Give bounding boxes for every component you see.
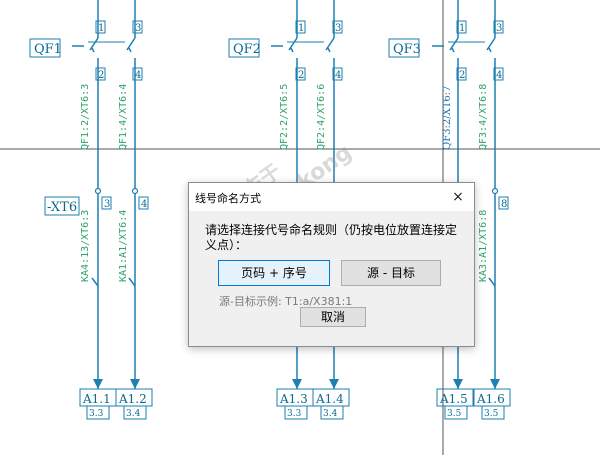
pin-number: 3 bbox=[496, 23, 502, 34]
dialog-titlebar[interactable]: 线号命名方式 × bbox=[189, 183, 474, 211]
device-label[interactable]: A1.1 bbox=[82, 392, 111, 406]
terminal-number: 4 bbox=[141, 199, 147, 210]
pin-number: 2 bbox=[98, 70, 104, 81]
switch-contact bbox=[449, 37, 459, 51]
breaker-label-qf1[interactable]: QF1 bbox=[34, 42, 62, 57]
page-sequence-button[interactable]: 页码 + 序号 bbox=[218, 260, 330, 286]
breaker-linkage bbox=[128, 47, 132, 53]
wire-arrow bbox=[93, 379, 103, 389]
switch-contact bbox=[325, 37, 335, 51]
page-ref[interactable]: 3.3 bbox=[89, 409, 104, 419]
terminal-node bbox=[131, 187, 139, 195]
switch-contact bbox=[486, 37, 496, 51]
dialog-prompt: 请选择连接代号命名规则（仍按电位放置连接定义点）： bbox=[205, 223, 458, 252]
wire-label[interactable]: KA3:A1/XT6:8 bbox=[478, 210, 489, 282]
wire-arrow bbox=[490, 379, 500, 389]
pin-number: 1 bbox=[98, 23, 104, 34]
wire-label[interactable]: QF3:4/XT6:8 bbox=[478, 84, 489, 150]
terminal-numbers: 3 4 8 bbox=[101, 196, 509, 210]
pin-number: 2 bbox=[298, 70, 304, 81]
wire-label[interactable]: QF1:4/XT6:4 bbox=[118, 84, 129, 150]
breaker-linkage bbox=[327, 47, 331, 53]
bottom-refs: 3.3 3.4 3.3 3.4 3.5 3.5 bbox=[86, 405, 505, 420]
pin-number: 2 bbox=[459, 70, 465, 81]
wire-labels-lower: KA4:13/XT6:3 KA1:A1/XT6:4 KA3:A1/XT6:8 bbox=[80, 210, 489, 282]
breaker-linkage bbox=[488, 47, 492, 53]
top-pin-numbers: 1 3 1 3 1 3 bbox=[95, 20, 504, 34]
wire-arrow bbox=[453, 379, 463, 389]
device-label[interactable]: A1.6 bbox=[476, 392, 505, 406]
terminal-number: 3 bbox=[104, 199, 110, 210]
wire-label[interactable]: KA4:13/XT6:3 bbox=[80, 210, 91, 282]
pin-number: 3 bbox=[335, 23, 341, 34]
wire-labels-upper: QF1:2/XT6:3 QF1:4/XT6:4 QF2:2/XT6:5 QF2:… bbox=[80, 84, 489, 150]
wire-arrow bbox=[292, 379, 302, 389]
breaker-label-qf3[interactable]: QF3 bbox=[393, 42, 421, 57]
switch-contact bbox=[126, 37, 136, 51]
wire-label[interactable]: QF1:2/XT6:3 bbox=[80, 84, 91, 150]
device-label[interactable]: A1.2 bbox=[118, 392, 147, 406]
pin-number: 4 bbox=[335, 70, 341, 81]
wire-label[interactable]: QF3:2/XT6:7 bbox=[442, 86, 453, 150]
terminal-number: 8 bbox=[501, 199, 507, 210]
switch-contact bbox=[488, 277, 496, 287]
terminal-node bbox=[491, 187, 499, 195]
terminal-node bbox=[94, 187, 102, 195]
device-label[interactable]: A1.5 bbox=[439, 392, 468, 406]
wire-arrow bbox=[130, 379, 140, 389]
page-ref[interactable]: 3.4 bbox=[323, 409, 338, 419]
breaker-linkage bbox=[91, 47, 95, 53]
wire-label[interactable]: KA1:A1/XT6:4 bbox=[118, 210, 129, 282]
switch-contact bbox=[89, 37, 99, 51]
device-label[interactable]: A1.4 bbox=[315, 392, 344, 406]
page-ref[interactable]: 3.3 bbox=[287, 409, 302, 419]
breaker-linkage bbox=[290, 47, 294, 53]
breaker-linkage bbox=[451, 47, 455, 53]
source-target-button[interactable]: 源 - 目标 bbox=[341, 260, 441, 286]
close-icon[interactable]: × bbox=[452, 189, 464, 205]
wire-label[interactable]: QF2:2/XT6:5 bbox=[279, 84, 290, 150]
example-text: 源-目标示例: T1:a/X381:1 bbox=[219, 295, 353, 308]
pin-number: 1 bbox=[459, 23, 465, 34]
switch-contact bbox=[128, 277, 136, 287]
page-ref[interactable]: 3.5 bbox=[484, 409, 499, 419]
page-ref[interactable]: 3.5 bbox=[447, 409, 462, 419]
wire-label[interactable]: QF2:4/XT6:6 bbox=[316, 84, 327, 150]
dialog-title: 线号命名方式 bbox=[195, 192, 261, 205]
cancel-button[interactable]: 取消 bbox=[300, 307, 366, 327]
pin-number: 1 bbox=[298, 23, 304, 34]
naming-dialog: 线号命名方式 × 请选择连接代号命名规则（仍按电位放置连接定义点）： 页码 + … bbox=[188, 182, 475, 347]
switch-contact bbox=[91, 277, 99, 287]
bottom-labels: A1.1 A1.2 A1.3 A1.4 A1.5 A1.6 bbox=[79, 388, 511, 407]
page-ref[interactable]: 3.4 bbox=[126, 409, 141, 419]
pin-number: 3 bbox=[135, 23, 141, 34]
pin-number: 4 bbox=[496, 70, 502, 81]
terminal-strip-label[interactable]: -XT6 bbox=[47, 200, 77, 215]
wire-arrow bbox=[329, 379, 339, 389]
mid-pin-numbers: 2 4 2 4 2 4 bbox=[95, 67, 504, 81]
pin-number: 4 bbox=[135, 70, 141, 81]
device-label[interactable]: A1.3 bbox=[279, 392, 308, 406]
breaker-label-qf2[interactable]: QF2 bbox=[233, 42, 261, 57]
switch-contact bbox=[288, 37, 298, 51]
